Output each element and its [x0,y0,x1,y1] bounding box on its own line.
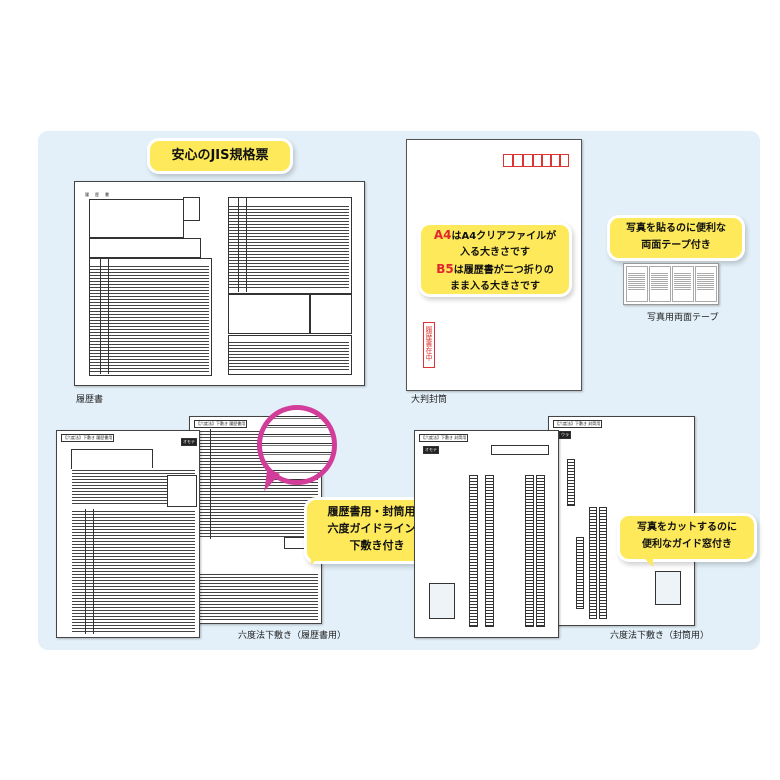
contact-box [89,238,201,258]
motivation-box [228,294,310,334]
envelope-size-callout: A4はA4クリアファイルが 入る大きさです B5は履歴書が二つ折りの まま入る大… [421,225,569,294]
resume-enclosed-stamp [423,322,435,368]
photo-window-callout-line1: 写真をカットするのに [637,522,737,533]
callout-line2: 入る大きさです [460,247,530,258]
resume-guide-tag-right: 【六度法】下敷き 履歴書用 [194,420,248,428]
photo-box [183,197,200,221]
envelope-guide-tag-left: 【六度法】下敷き 封筒用 [419,434,469,442]
callout-line4: まま入る大きさです [450,281,540,292]
resume-guide-tag-omote: オモテ [181,438,197,446]
envelope-guide-tag-omote: オモテ [423,446,439,454]
resume-guide-tag-left: 【六度法】下敷き 履歴書用 [61,434,115,442]
guideline-callout-line2: 六度ガイドラインの [327,522,427,535]
guideline-callout-line1: 履歴書用・封筒用の [327,505,427,518]
guideline-callout-line3: 下敷き付き [349,539,405,552]
b5-text: は履歴書が二つ折りの [453,265,554,276]
resume-form-caption: 履歴書 [76,395,104,405]
jis-banner: 安心のJIS規格票 [150,141,290,171]
resume-personal-box [89,199,184,238]
b5-highlight: B5 [436,262,454,276]
envelope-guide-tag-right: 【六度法】下敷き 封筒用 [553,420,603,428]
resume-enclosed-text: 履歴書在中 [425,326,433,361]
magnifier-circle [257,405,337,485]
a4-highlight: A4 [433,228,452,242]
commute-box [310,294,352,334]
photo-window-callout-tail [641,555,653,567]
tape-caption: 写真用両面テープ [647,313,719,323]
jis-banner-label: 安心のJIS規格票 [171,148,269,163]
envelope-guide-sheet-front: 【六度法】下敷き 封筒用 オモテ [414,430,559,638]
tape-sheet [623,263,719,305]
resume-form-sheet: 履 歴 書 [74,181,365,386]
resume-guide-sheet-front: 【六度法】下敷き 履歴書用 オモテ [56,430,200,638]
tape-callout: 写真を貼るのに便利な 両面テープ付き [610,218,742,258]
tape-callout-line1: 写真を貼るのに便利な [626,223,726,234]
photo-window-callout: 写真をカットするのに 便利なガイド窓付き [620,516,754,559]
a4-text: はA4クリアファイルが [451,231,557,242]
photo-window-callout-line2: 便利なガイド窓付き [642,539,732,550]
envelope-caption: 大判封筒 [411,395,448,405]
envelope-guide-caption: 六度法下敷き（封筒用） [610,631,710,641]
guideline-callout-tail [311,553,323,565]
tape-callout-line2: 両面テープ付き [641,240,711,251]
envelope-guide-tag-ura: ウラ [559,431,571,439]
resume-guide-caption: 六度法下敷き（履歴書用） [238,631,347,641]
resume-form-title: 履 歴 書 [85,192,110,197]
